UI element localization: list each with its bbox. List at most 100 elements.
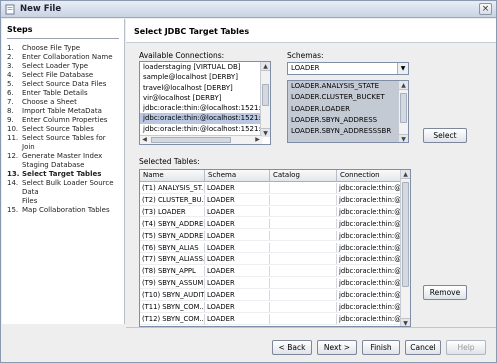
schema-tables-vscroll[interactable]: ▲ ▼	[398, 81, 408, 142]
step-number: 6.	[7, 89, 14, 97]
table-cell: (T6) SBYN_ALIAS	[140, 242, 205, 253]
schema-table-item[interactable]: LOADER.SBYN_ADDRESSSBR	[291, 127, 392, 136]
table-cell: LOADER	[205, 313, 270, 324]
close-button[interactable]: ×	[479, 3, 492, 15]
table-cell: jdbc:oracle:thin:@...	[339, 290, 401, 300]
step-number: 15.	[7, 206, 19, 214]
table-cell: jdbc:oracle:thin:@...	[339, 230, 401, 241]
connection-item[interactable]: jdbc:oracle:thin:@localhost:1521:midm	[140, 113, 270, 124]
step-item: Staging Database	[7, 161, 119, 170]
scroll-right-icon[interactable]: ▶	[255, 136, 260, 143]
table-cell: LOADER	[205, 218, 270, 229]
available-connections-label: Available Connections:	[139, 51, 225, 60]
connection-item[interactable]: loaderstaging [VIRTUAL DB]	[143, 63, 241, 71]
table-cell: LOADER	[205, 278, 270, 288]
column-header-name[interactable]: Name	[140, 170, 205, 181]
step-number: 9.	[7, 116, 14, 124]
schema-table-item[interactable]: LOADER.ANALYSIS_STATE	[291, 82, 380, 90]
remove-button[interactable]: Remove	[423, 285, 467, 300]
table-cell: jdbc:oracle:thin:@...	[339, 242, 401, 253]
connection-item[interactable]: travel@localhost [DERBY]	[143, 83, 233, 92]
step-item: 8.Import Table MetaData	[7, 107, 119, 116]
schema-table-item[interactable]: LOADER.CLUSTER_BUCKET	[291, 93, 385, 102]
schema-value: LOADER	[291, 64, 320, 72]
table-cell	[270, 206, 337, 217]
scroll-up-icon[interactable]: ▲	[261, 62, 270, 71]
schema-tables-list[interactable]: LOADER.ANALYSIS_STATE LOADER.CLUSTER_BUCK…	[287, 80, 409, 143]
table-cell: jdbc:oracle:thin:@...	[339, 183, 401, 193]
steps-heading: Steps	[7, 25, 119, 39]
step-item: 1.Choose File Type	[7, 44, 119, 53]
table-cell: (T12) SBYN_COM...	[142, 313, 205, 324]
schema-table-item[interactable]: LOADER.LOADER	[291, 104, 350, 113]
connection-item[interactable]: jdbc:oracle:thin:@localhost:1521:midm	[143, 104, 271, 113]
step-label: Select Target Tables	[22, 170, 102, 178]
step-number: 7.	[7, 98, 14, 106]
cancel-button[interactable]: Cancel	[405, 340, 441, 355]
connection-item[interactable]: jdbc:oracle:thin:@localhost:1521:EIS02	[143, 124, 271, 133]
table-cell	[270, 313, 337, 324]
schema-table-item[interactable]: LOADER.SBYN_ADDRESS	[291, 115, 378, 124]
scroll-thumb[interactable]	[262, 84, 269, 106]
step-item: 11.Select Source Tables for Join	[7, 134, 119, 152]
scroll-left-icon[interactable]: ◀	[142, 136, 147, 143]
connections-vscroll[interactable]: ▲ ▼	[260, 62, 270, 137]
available-connections-list[interactable]: loaderstaging [VIRTUAL DB] sample@localho…	[139, 61, 271, 145]
table-cell: LOADER	[205, 242, 270, 253]
footer-divider	[126, 327, 496, 328]
selected-tables-table[interactable]: Name Schema Catalog Connection (T1) ANAL…	[139, 169, 411, 327]
connections-hscroll[interactable]: ◀ ▶	[140, 135, 262, 144]
chevron-down-icon[interactable]: ▼	[397, 63, 408, 74]
step-item: 15.Map Collaboration Tables	[7, 206, 119, 215]
step-number: 10.	[7, 125, 19, 133]
step-item: 6. Enter Table Details	[7, 89, 119, 98]
step-number: 3.	[7, 62, 14, 70]
scroll-down-icon[interactable]: ▼	[401, 318, 410, 326]
step-number: 4.	[7, 71, 14, 79]
column-header-catalog[interactable]: Catalog	[270, 170, 337, 181]
connection-item[interactable]: vir@localhost [DERBY]	[143, 93, 222, 102]
step-label: Select Source Data Files	[22, 80, 107, 88]
next-button[interactable]: Next >	[317, 340, 357, 355]
step-item: 13.Select Target Tables	[7, 170, 119, 179]
table-vscroll[interactable]: ▲ ▼	[400, 170, 410, 326]
finish-button[interactable]: Finish	[362, 340, 400, 355]
step-item: 2.Enter Collaboration Name	[7, 53, 119, 62]
scroll-thumb[interactable]	[402, 182, 409, 287]
step-number: 14.	[7, 179, 19, 187]
title-bar[interactable]: New File ×	[1, 1, 496, 18]
scroll-up-icon[interactable]: ▲	[399, 81, 408, 90]
table-cell: jdbc:oracle:thin:@...	[339, 266, 401, 276]
table-cell: LOADER	[205, 230, 270, 241]
step-label: Files	[22, 197, 38, 205]
step-label: Enter Column Properties	[22, 116, 108, 124]
help-button[interactable]: Help	[446, 340, 486, 355]
back-button[interactable]: < Back	[272, 340, 312, 355]
step-label: Generate Master Index	[22, 152, 103, 160]
scroll-down-icon[interactable]: ▼	[261, 128, 270, 137]
scroll-down-icon[interactable]: ▼	[399, 134, 408, 142]
scroll-up-icon[interactable]: ▲	[401, 170, 410, 179]
scroll-thumb[interactable]	[400, 93, 407, 123]
select-button[interactable]: Select	[423, 128, 467, 143]
table-cell: (T1) ANALYSIS_ST...	[142, 183, 205, 193]
column-header-connection[interactable]: Connection	[337, 170, 401, 181]
column-header-schema[interactable]: Schema	[205, 170, 270, 181]
connection-item[interactable]: sample@localhost [DERBY]	[143, 73, 238, 82]
scroll-thumb[interactable]	[151, 137, 231, 143]
step-label: Enter Table Details	[22, 89, 88, 97]
schema-combo[interactable]: LOADER ▼	[287, 62, 409, 75]
